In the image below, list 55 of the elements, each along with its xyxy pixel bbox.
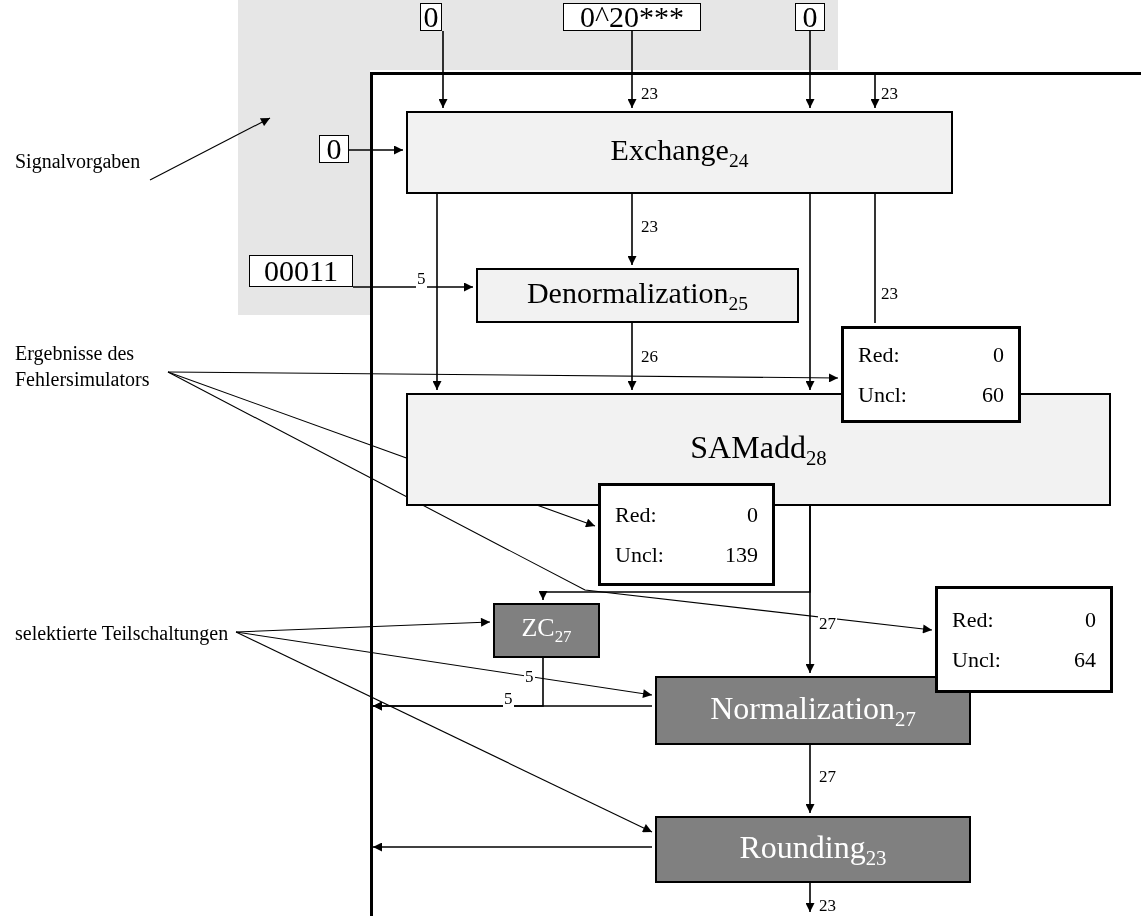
annotation-text: Signalvorgaben	[15, 149, 141, 174]
bit-width-label: 5	[416, 270, 427, 288]
block-label: SAMadd$_{28}$	[690, 428, 827, 471]
field-value: 0	[746, 501, 758, 528]
signal-arrow	[438, 30, 448, 109]
signal-arrow	[372, 701, 653, 711]
circuit-block	[476, 268, 799, 323]
signal-value: 0	[802, 0, 818, 34]
block-label: Rounding$_{23}$	[739, 828, 887, 871]
signal-value: 0	[326, 132, 342, 166]
signal-arrow	[352, 282, 474, 292]
annotation-text: Ergebnisse des Fehlersimulators	[15, 341, 151, 392]
signal-value: 0	[423, 0, 439, 34]
field-label: Red:	[615, 501, 658, 528]
block-label: Denormalization$_{25}$	[526, 276, 749, 315]
field-label: Uncl:	[952, 646, 1002, 673]
signal-arrow	[805, 30, 815, 109]
bit-width-label: 5	[503, 690, 514, 708]
leader-line	[167, 371, 839, 383]
field-value: 64	[1074, 646, 1096, 673]
field-label: Red:	[858, 341, 901, 368]
signal-arrow	[372, 842, 653, 852]
field-label: Uncl:	[615, 541, 665, 568]
block-label: Exchange$_{24}$	[610, 133, 749, 172]
leader-line	[167, 371, 596, 528]
field-value: 139	[725, 541, 758, 568]
signal-value-box	[249, 255, 353, 287]
field-value: 0	[992, 341, 1004, 368]
leader-line	[167, 371, 933, 634]
result-box	[935, 586, 1113, 693]
result-box	[598, 483, 775, 586]
block-label: Normalization$_{27}$	[710, 689, 916, 732]
circuit-block	[406, 111, 953, 194]
signal-arrow	[348, 145, 404, 155]
signal-value-box	[563, 3, 701, 31]
field-label: Red:	[952, 606, 995, 633]
selected-block	[655, 676, 971, 745]
leader-line	[235, 617, 491, 633]
leader-line	[235, 631, 653, 833]
block-label: ZC$_{27}$	[521, 613, 572, 648]
leader-line	[149, 117, 271, 181]
leader-line	[235, 631, 653, 699]
annotation-text: selektierte Teilschaltungen	[15, 621, 229, 646]
result-box	[841, 326, 1021, 423]
field-value: 60	[982, 381, 1004, 408]
field-label: Uncl:	[858, 381, 908, 408]
field-value: 0	[1084, 606, 1096, 633]
signal-value-box	[795, 3, 825, 31]
circuit-frame	[370, 72, 1141, 916]
signal-value: 00011	[264, 254, 338, 288]
selected-block	[493, 603, 600, 658]
signal-value: 0^20***	[579, 0, 685, 34]
selected-block	[655, 816, 971, 883]
signal-arrow	[627, 30, 637, 109]
signal-value-box	[319, 135, 349, 163]
